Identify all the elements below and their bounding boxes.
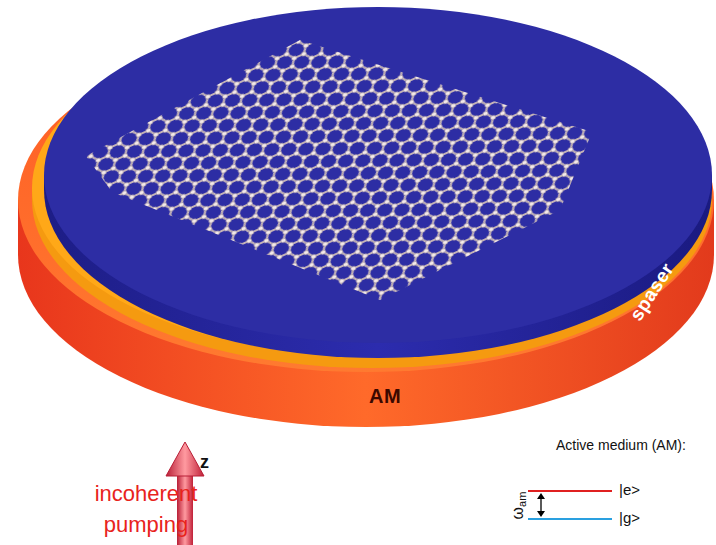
pumping-label: incoherent pumping [78,478,214,540]
axis-label: z [200,452,209,473]
active-medium-layer: AM [369,385,401,408]
frequency-subscript: am [517,491,529,506]
layer-label: AM [369,385,401,408]
frequency-symbol: ω [510,506,527,519]
transition-frequency: ωam [510,491,529,519]
legend-heading: Active medium (AM): [556,437,686,453]
state-label: |e> [619,481,640,498]
state-label: |g> [619,509,640,526]
